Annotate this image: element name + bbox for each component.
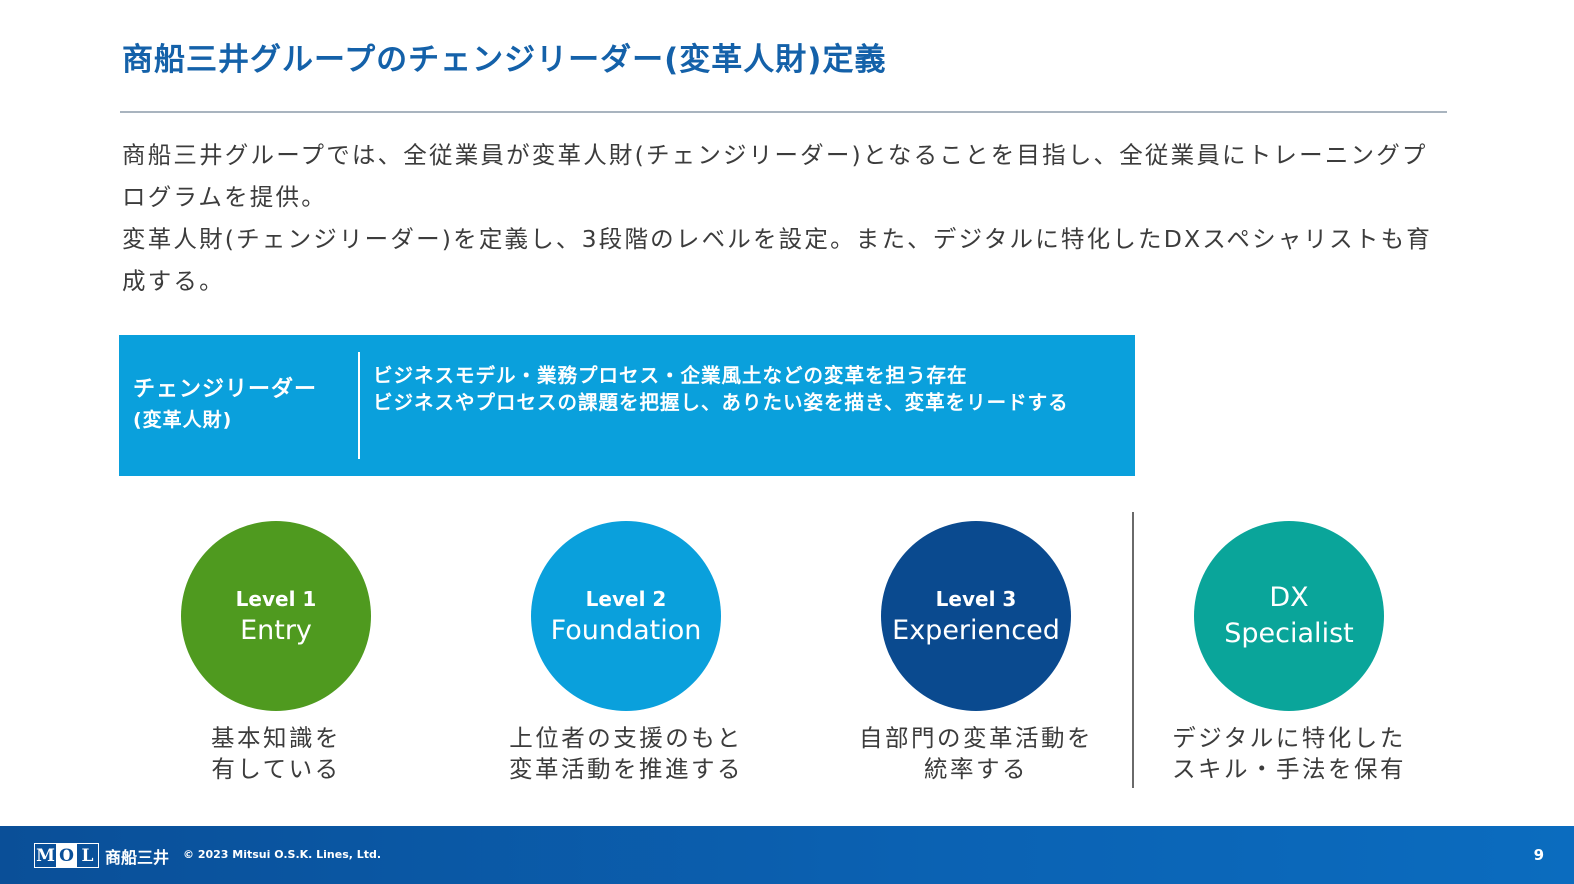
definition-line-2: ビジネスやプロセスの課題を把握し、ありたい姿を描き、変革をリードする [373,391,1069,414]
term-label: チェンジリーダー [133,377,318,402]
level-caption: 上位者の支援のもと変革活動を推進する [509,724,743,783]
dx-label: DX [1269,582,1309,613]
dx-specialist-item: DX Specialist デジタルに特化したスキル・手法を保有 [1139,521,1439,785]
level-1-circle: Level 1 Entry [181,521,371,711]
level-2-item: Level 2 Foundation 上位者の支援のもと変革活動を推進する [476,521,776,785]
level-label: Level 1 [235,586,317,611]
page-number: 9 [1533,846,1544,864]
intro-text: 商船三井グループでは、全従業員が変革人財(チェンジリーダー)となることを目指し、… [122,134,1452,302]
dx-circle: DX Specialist [1194,521,1384,711]
level-name: Entry [240,614,312,646]
level-caption: 基本知識を有している [211,724,341,783]
slide-title: 商船三井グループのチェンジリーダー(変革人財)定義 [122,42,887,78]
definition-text: ビジネスモデル・業務プロセス・企業風土などの変革を担う存在 ビジネスやプロセスの… [373,362,1123,416]
definition-separator [358,352,360,459]
term-sub-label: (変革人財) [133,409,233,431]
definition-line-1: ビジネスモデル・業務プロセス・企業風土などの変革を担う存在 [373,364,968,387]
copyright: © 2023 Mitsui O.S.K. Lines, Ltd. [183,848,382,861]
intro-paragraph-2: 変革人財(チェンジリーダー)を定義し、3段階のレベルを設定。また、デジタルに特化… [122,225,1432,295]
vertical-divider [1132,512,1134,788]
level-label: Level 3 [935,586,1017,611]
definition-term: チェンジリーダー (変革人財) [133,375,317,435]
level-name: Experienced [892,614,1060,646]
level-label: Level 2 [585,586,667,611]
level-2-circle: Level 2 Foundation [531,521,721,711]
title-divider [120,111,1447,113]
level-3-item: Level 3 Experienced 自部門の変革活動を統率する [826,521,1126,785]
dx-caption: デジタルに特化したスキル・手法を保有 [1172,724,1406,783]
level-3-circle: Level 3 Experienced [881,521,1071,711]
level-1-item: Level 1 Entry 基本知識を有している [126,521,426,785]
intro-paragraph-1: 商船三井グループでは、全従業員が変革人財(チェンジリーダー)となることを目指し、… [122,141,1428,211]
definition-box: チェンジリーダー (変革人財) ビジネスモデル・業務プロセス・企業風土などの変革… [119,335,1135,476]
dx-name: Specialist [1224,618,1354,649]
level-name: Foundation [550,614,702,646]
level-caption: 自部門の変革活動を統率する [859,724,1093,783]
